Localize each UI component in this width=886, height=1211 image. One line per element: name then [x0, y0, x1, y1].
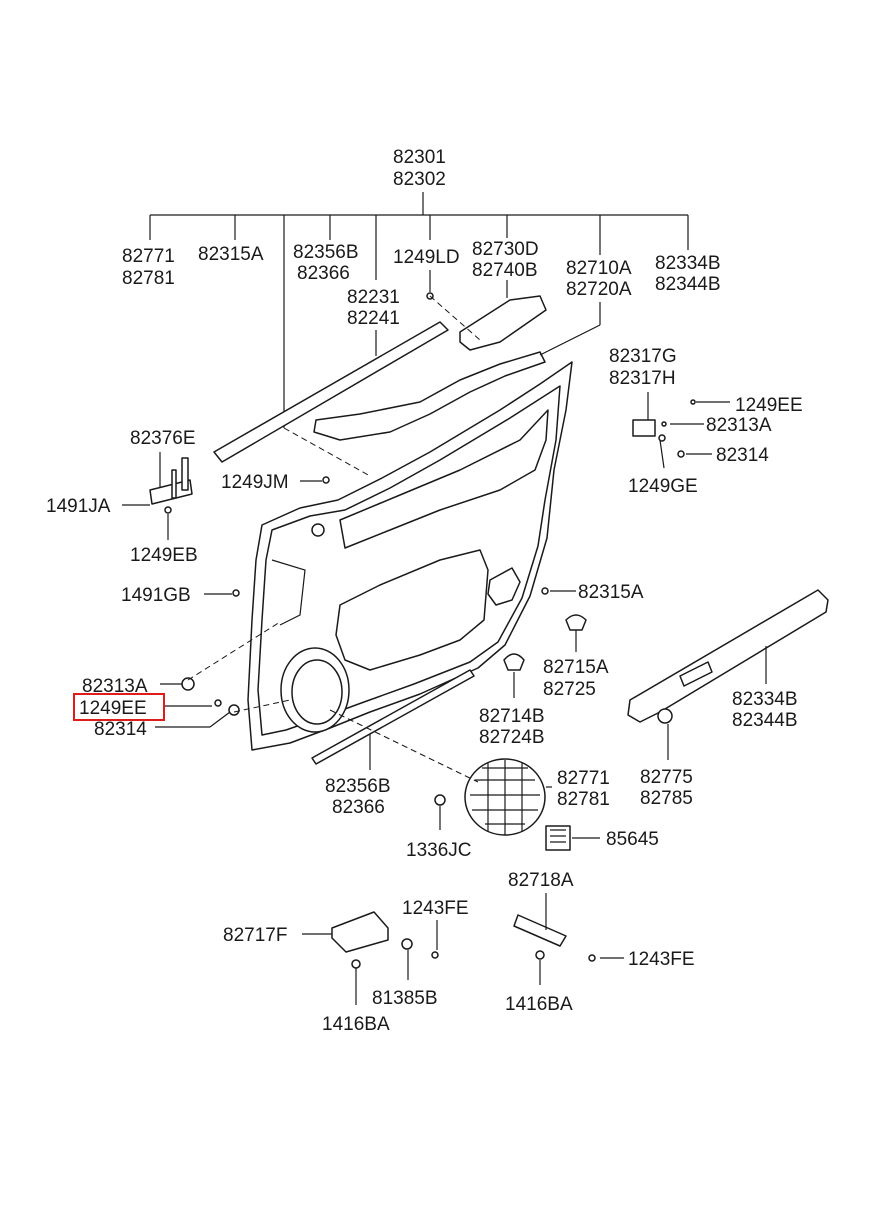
label-82730d: 82730D [472, 239, 539, 260]
label-1336jc: 1336JC [406, 840, 472, 861]
label-82313a-left: 82313A [82, 676, 148, 697]
label-82785: 82785 [640, 788, 693, 809]
label-1249ge: 1249GE [628, 476, 698, 497]
label-1416ba-left: 1416BA [322, 1014, 390, 1035]
label-1491ja: 1491JA [46, 496, 111, 517]
dashed-guides [187, 295, 481, 783]
label-82241: 82241 [347, 308, 400, 329]
label-82376e: 82376E [130, 428, 196, 449]
bracket-82718a [513, 914, 596, 962]
bracket-82717f [331, 911, 439, 969]
label-1249jm: 1249JM [221, 472, 289, 493]
weatherstrip-upper [213, 321, 449, 463]
label-82334b: 82334B [655, 253, 721, 274]
label-82771: 82771 [122, 246, 175, 267]
label-82317h: 82317H [609, 368, 676, 389]
header-tree-lines [149, 192, 689, 428]
weatherstrip-lower [311, 669, 475, 765]
label-82775: 82775 [640, 767, 693, 788]
label-1243fe-mid: 1243FE [402, 898, 469, 919]
label-82302: 82302 [393, 169, 446, 190]
highlight-box [73, 693, 165, 721]
label-82356b-bottom: 82356B [325, 776, 391, 797]
label-82301: 82301 [393, 147, 446, 168]
label-82771-grille: 82771 [557, 768, 610, 789]
label-82344b: 82344B [655, 274, 721, 295]
label-82710a: 82710A [566, 258, 632, 279]
label-82314-left: 82314 [94, 719, 147, 740]
label-1249ld: 1249LD [393, 247, 460, 268]
label-82334b-bottom: 82334B [732, 689, 798, 710]
leader-lines [122, 270, 767, 1005]
label-82366-bottom: 82366 [332, 797, 385, 818]
label-1491gb: 1491GB [121, 585, 191, 606]
label-1243fe-right: 1243FE [628, 949, 695, 970]
label-1249ee-left: 1249EE [79, 698, 147, 719]
label-82314-right: 82314 [716, 445, 769, 466]
label-82356b: 82356B [293, 242, 359, 263]
speaker-grille [464, 758, 546, 836]
label-82366: 82366 [297, 263, 350, 284]
label-82315a: 82315A [198, 244, 264, 265]
door-trim-panel [247, 361, 573, 751]
label-82740b: 82740B [472, 260, 538, 281]
label-82344b-bottom: 82344B [732, 710, 798, 731]
label-82717f: 82717F [223, 925, 287, 946]
label-82313a-right: 82313A [706, 415, 772, 436]
label-82718a: 82718A [508, 870, 574, 891]
label-82315a-mid: 82315A [578, 582, 644, 603]
label-82231: 82231 [347, 287, 400, 308]
label-82715a: 82715A [543, 657, 609, 678]
label-1249eb: 1249EB [130, 545, 198, 566]
armrest-insert [313, 295, 547, 441]
map-pocket [627, 589, 829, 724]
label-82725: 82725 [543, 679, 596, 700]
callout-labels: 82301 82302 82771 82781 82315A 82356B 82… [46, 147, 803, 1035]
label-82781-grille: 82781 [557, 789, 610, 810]
label-82720a: 82720A [566, 279, 632, 300]
label-1249ee-right: 1249EE [735, 395, 803, 416]
label-82317g: 82317G [609, 346, 677, 367]
label-82781: 82781 [122, 268, 175, 289]
label-82714b: 82714B [479, 706, 545, 727]
label-1416ba-right: 1416BA [505, 994, 573, 1015]
label-85645: 85645 [606, 829, 659, 850]
label-81385b: 81385B [372, 988, 438, 1009]
fasteners [149, 292, 696, 851]
label-82724b: 82724B [479, 727, 545, 748]
